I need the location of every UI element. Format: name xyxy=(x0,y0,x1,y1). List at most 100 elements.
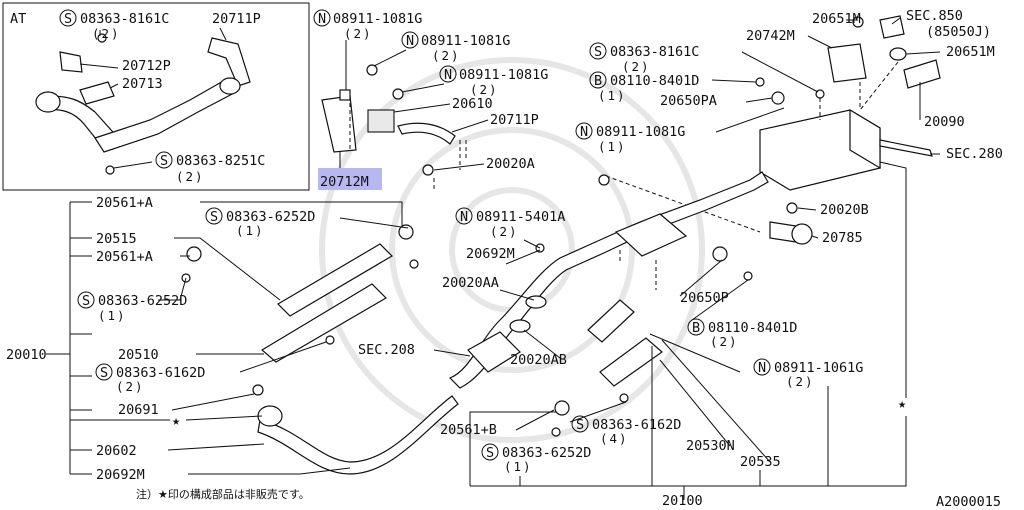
label-n-5401a-qty: (2) xyxy=(490,224,519,239)
main-pipe-assembly xyxy=(181,171,769,475)
inset-title: AT xyxy=(10,11,26,27)
gasket-20691-shape xyxy=(252,384,264,396)
bolt-20020a-shape xyxy=(422,164,434,176)
center-leaders xyxy=(433,161,907,500)
label-s-6252d-bottom: 08363-6252D xyxy=(502,445,591,461)
center-callouts: N 08911-5401A (2) 20692M 20020AA SEC.208… xyxy=(358,140,907,509)
clamp-20561a-mid-shape xyxy=(186,246,202,262)
gasket-20020ab-shape xyxy=(509,319,531,333)
label-20510: 20510 xyxy=(118,347,159,363)
label-20020a: 20020A xyxy=(486,156,535,172)
shield-20510-shape xyxy=(260,283,387,363)
front-pipe-shape xyxy=(257,395,459,475)
star-marker-right: ★ xyxy=(898,396,906,412)
inset-label-screw-bottom: 08363-8251C xyxy=(176,153,265,169)
label-n-1061g-qty: (2) xyxy=(786,374,815,389)
label-20650p: 20650P xyxy=(680,290,729,306)
label-20100: 20100 xyxy=(662,493,703,509)
muffler-side xyxy=(849,108,881,170)
n-symbol xyxy=(401,31,419,49)
label-s-6252d-mid: 08363-6252D xyxy=(98,293,187,309)
screw-shape xyxy=(409,259,419,269)
label-sec850: SEC.850 xyxy=(906,8,963,24)
n-symbol-letter: N xyxy=(758,360,766,376)
clamp-20561a-top-shape xyxy=(398,224,414,240)
clamp-20561b-shape xyxy=(554,400,570,416)
screw-shape xyxy=(325,335,335,345)
label-20711p: 20711P xyxy=(490,112,539,128)
inset-label-clamp: 20713 xyxy=(122,76,163,92)
left-leaders xyxy=(158,201,409,475)
label-b-8401d-bottom-qty: (2) xyxy=(710,334,739,349)
hanger-dashes xyxy=(349,96,467,160)
rubber-20651m-shape xyxy=(889,47,907,61)
catalyst-shape xyxy=(467,331,521,373)
shield-20515-shape xyxy=(277,243,393,317)
bolt-20020b-shape xyxy=(786,202,798,214)
label-n-top2: 08911-1081G xyxy=(421,33,510,49)
n-symbol-letter: N xyxy=(318,11,326,27)
rubber-20650p-shape xyxy=(712,246,728,262)
n-symbol xyxy=(313,9,331,27)
label-20602: 20602 xyxy=(96,443,137,459)
muffler-leaders xyxy=(711,17,941,239)
inset-leaders xyxy=(79,27,227,169)
label-s-6252d-top-qty: (1) xyxy=(236,223,265,238)
sensor-sec280-shape xyxy=(879,139,933,157)
s-symbol xyxy=(95,363,113,381)
label-n-1081g-mid-qty: (1) xyxy=(598,139,627,154)
s-symbol xyxy=(589,42,607,60)
label-20561a-top: 20561+A xyxy=(96,195,153,211)
hanger-leaders xyxy=(339,40,489,171)
bracket-20742m-shape xyxy=(827,43,867,83)
left-bracket-lines xyxy=(46,201,170,475)
at-inset: AT S 08363-8161C (2) 20711P 20712P 20713… xyxy=(2,2,310,191)
inset-label-bracket: 20711P xyxy=(212,11,261,27)
label-n-top3: 08911-1081G xyxy=(459,67,548,83)
label-s-8161c-qty: (2) xyxy=(622,59,651,74)
label-20692m-top: 20692M xyxy=(466,246,515,262)
label-20610: 20610 xyxy=(452,96,493,112)
inset-label-screw-top: 08363-8161C xyxy=(80,11,169,27)
s-symbol xyxy=(77,291,95,309)
s-symbol xyxy=(155,151,173,169)
inset-clamp-shape xyxy=(79,81,115,105)
s-symbol xyxy=(205,207,223,225)
n-symbol-letter: N xyxy=(460,209,468,225)
n-symbol xyxy=(455,207,473,225)
n-symbol-letter: N xyxy=(444,67,452,83)
bracket-20711p-shape xyxy=(397,122,456,145)
label-s-6162d-left: 08363-6162D xyxy=(116,365,205,381)
label-20020ab: 20020AB xyxy=(510,352,567,368)
label-s-6162d-left-qty: (2) xyxy=(116,379,145,394)
bracket-20712m-shape xyxy=(321,95,357,153)
label-20650pa: 20650PA xyxy=(660,93,717,109)
center-dashes xyxy=(433,140,657,290)
inset-label-bracket-p: 20712P xyxy=(122,58,171,74)
s-symbol-letter: S xyxy=(82,293,90,309)
label-n-top1: 08911-1081G xyxy=(333,11,422,27)
heat-20785-cap xyxy=(791,223,813,245)
label-20530n: 20530N xyxy=(686,438,735,454)
label-20651m-top: 20651M xyxy=(812,11,861,27)
muffler-cluster: 20651M SEC.850 (85050J) 20742M S 08363-8… xyxy=(575,8,1003,246)
label-20785: 20785 xyxy=(822,230,863,246)
b-symbol-letter: B xyxy=(594,73,602,89)
s-symbol-letter: S xyxy=(100,365,108,381)
label-20742m: 20742M xyxy=(746,28,795,44)
n-symbol xyxy=(439,65,457,83)
tail-pipe-shape xyxy=(903,59,941,89)
bolt-shape xyxy=(755,77,765,87)
s-symbol-letter: S xyxy=(64,11,72,27)
label-20691: 20691 xyxy=(118,402,159,418)
label-b-8401d-top-qty: (1) xyxy=(598,88,627,103)
b-symbol-letter: B xyxy=(692,320,700,336)
left-callouts: 20561+A S 08363-6252D (1) 20515 20561+A … xyxy=(6,195,409,483)
inset-label-screw-bottom-qty: (2) xyxy=(176,169,205,184)
s-symbol xyxy=(59,9,77,27)
label-20020aa: 20020AA xyxy=(442,275,499,291)
label-b-8401d-top: 08110-8401D xyxy=(610,73,699,89)
label-s-6252d-bottom-qty: (1) xyxy=(504,459,533,474)
inset-clip-shape xyxy=(59,51,83,73)
